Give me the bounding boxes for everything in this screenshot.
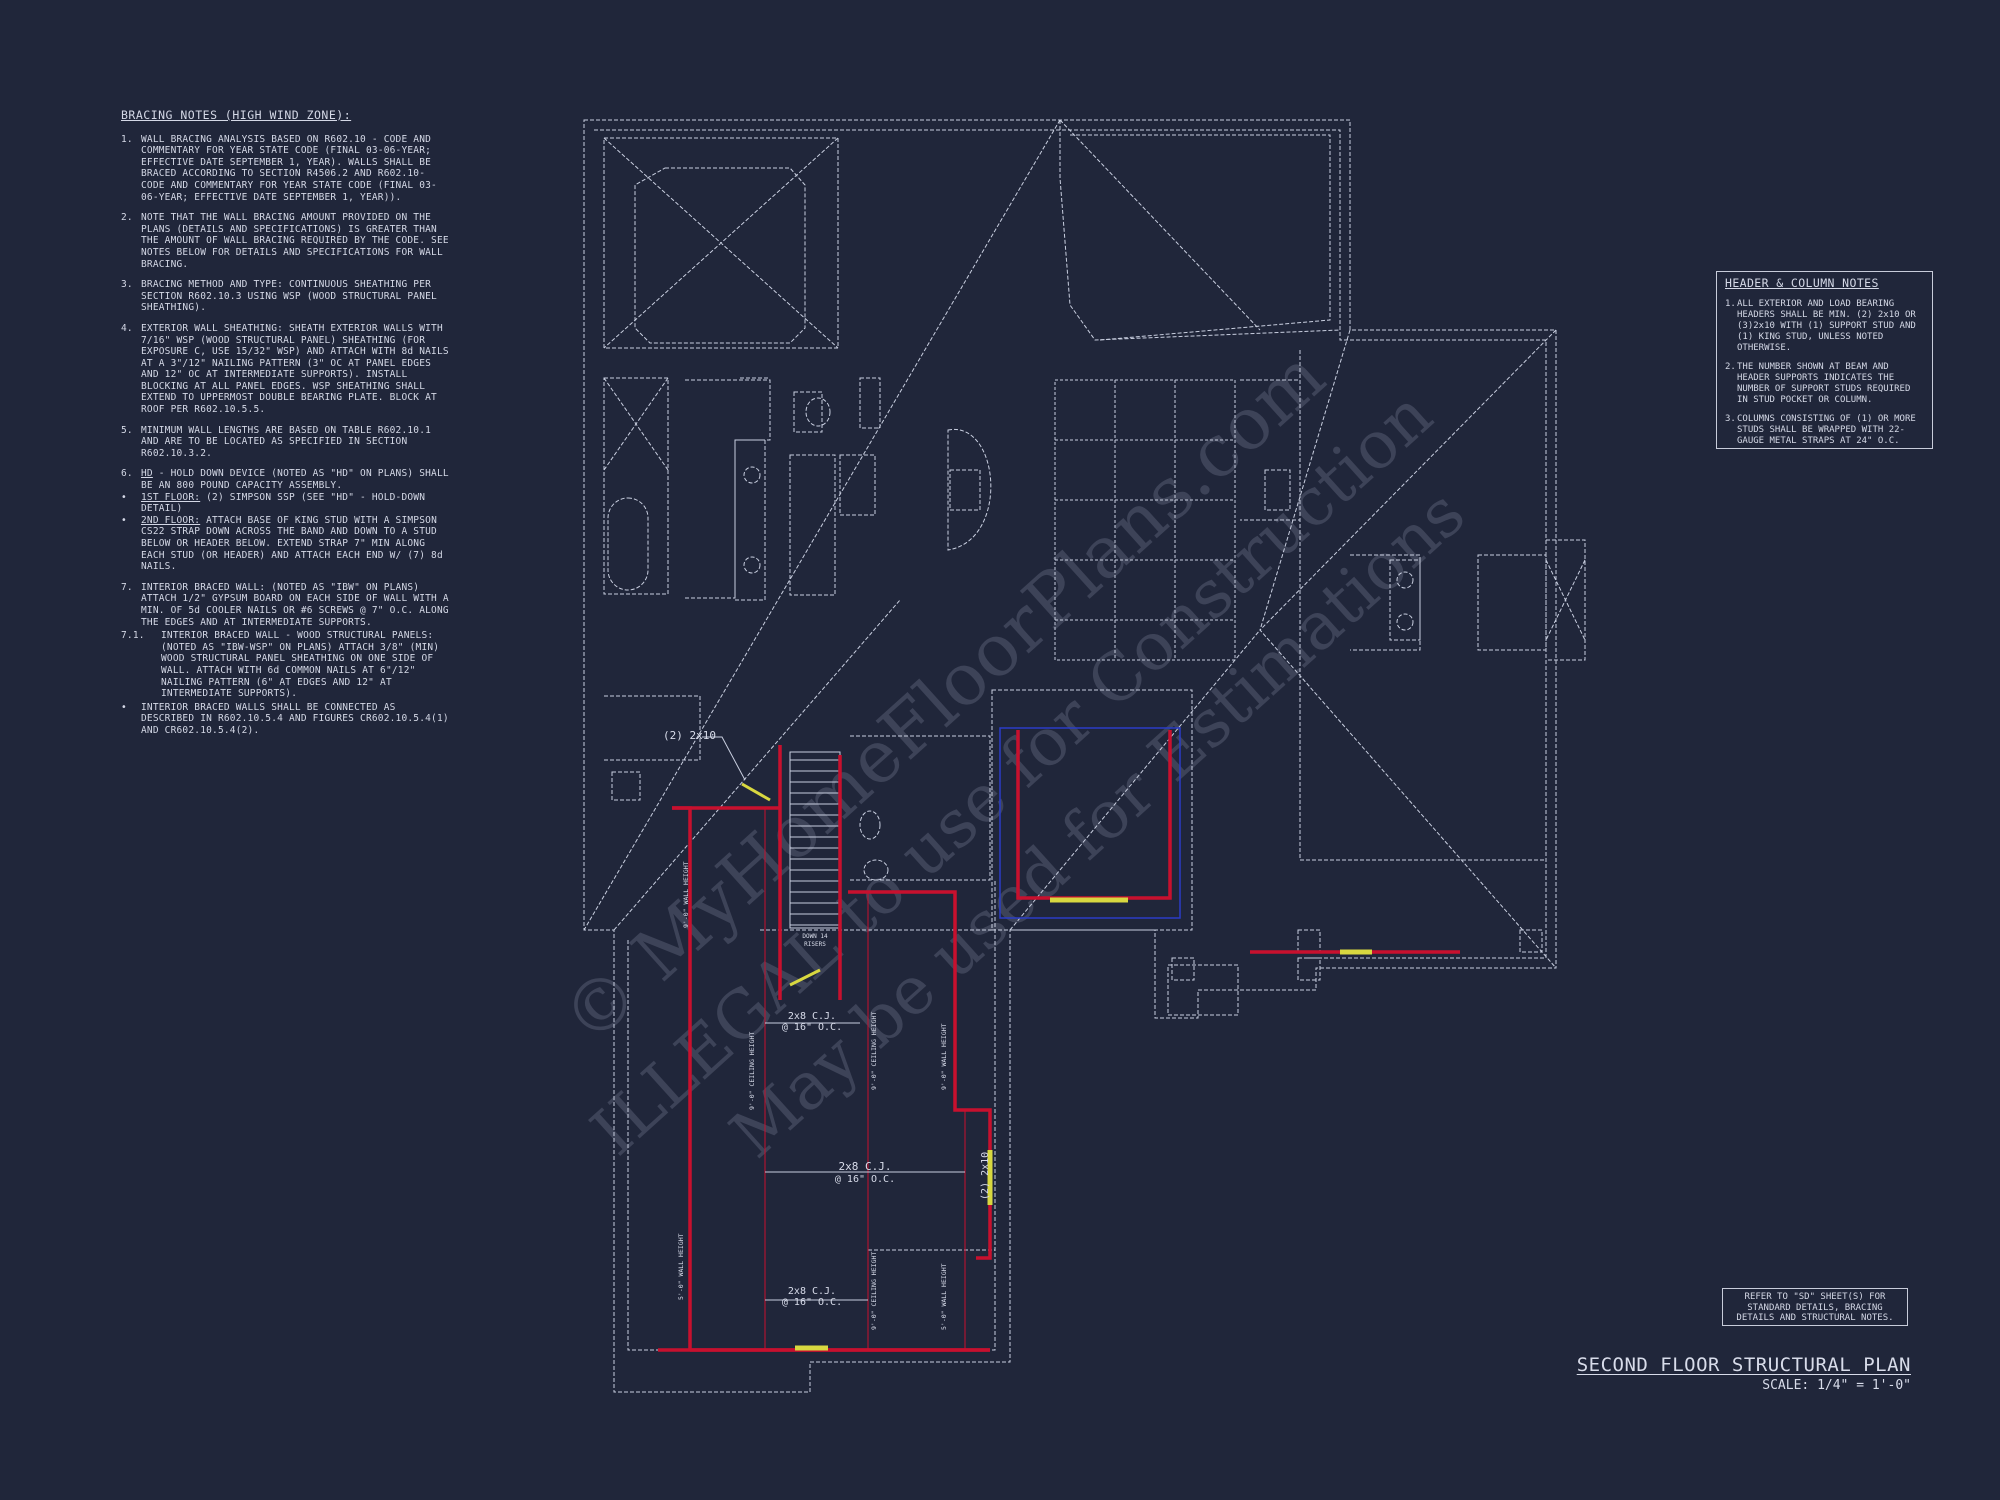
stair-label-b: RISERS: [804, 941, 826, 948]
hd-label: HD: [141, 468, 153, 480]
bullet-text: 2ND FLOOR: ATTACH BASE OF KING STUD WITH…: [141, 515, 451, 573]
note-number: 1.: [1725, 299, 1736, 309]
hd-text: - HOLD DOWN DEVICE (NOTED AS "HD" ON PLA…: [141, 468, 449, 492]
dimension-lines: [765, 1022, 965, 1301]
ceiling-height-label-1: 9'-0" CEILING HEIGHT: [748, 1032, 756, 1110]
note-text: BRACING METHOD AND TYPE: CONTINUOUS SHEA…: [141, 279, 437, 314]
bracing-note-2: 2. NOTE THAT THE WALL BRACING AMOUNT PROV…: [121, 212, 451, 270]
ceiling-joist-label-1b: @ 16" O.C.: [782, 1022, 842, 1033]
note-text: WALL BRACING ANALYSIS BASED ON R602.10 -…: [141, 133, 437, 203]
header-column-notes: HEADER & COLUMN NOTES 1.ALL EXTERIOR AND…: [1716, 271, 1933, 449]
note-number: 5.: [121, 424, 133, 436]
wall-height-label-2: 9'-0" WALL HEIGHT: [940, 1023, 948, 1090]
bullet-label: 1ST FLOOR:: [141, 491, 201, 503]
refer-line-3: DETAILS AND STRUCTURAL NOTES.: [1736, 1313, 1894, 1323]
note-text: EXTERIOR WALL SHEATHING: SHEATH EXTERIOR…: [141, 322, 449, 416]
note-text: HD - HOLD DOWN DEVICE (NOTED AS "HD" ON …: [141, 468, 451, 491]
note-text: NOTE THAT THE WALL BRACING AMOUNT PROVID…: [141, 212, 449, 270]
refer-line-2: STANDARD DETAILS, BRACING: [1747, 1302, 1883, 1313]
note-number: 6.: [121, 468, 133, 480]
ceiling-joist-label-3a: 2x8 C.J.: [788, 1286, 836, 1297]
plan-linework: [583, 119, 1586, 1393]
wall-height-label-3: 5'-0" WALL HEIGHT: [677, 1233, 685, 1300]
bullet-icon: •: [121, 514, 127, 526]
watermark: © MyHomeFloorPlans.com ILLEGAL to use fo…: [546, 333, 1479, 1172]
ceiling-joist-label-2a: 2x8 C.J.: [839, 1160, 892, 1173]
note-text: INTERIOR BRACED WALL - WOOD STRUCTURAL P…: [161, 630, 440, 700]
bullet-label: 2ND FLOOR:: [141, 514, 201, 526]
note-number: 7.: [121, 581, 133, 593]
note-text: INTERIOR BRACED WALL: (NOTED AS "IBW" ON…: [141, 581, 449, 628]
ceiling-joist-label-2b: @ 16" O.C.: [835, 1174, 895, 1185]
bracing-bullet-1st-floor: • 1ST FLOOR: (2) SIMPSON SSP (SEE "HD" - …: [121, 492, 451, 515]
headers: [741, 782, 1372, 1351]
header-column-notes-title: HEADER & COLUMN NOTES: [1725, 276, 1879, 290]
watermark-line-2: ILLEGAL to use for Construction: [577, 376, 1447, 1170]
bracing-notes: BRACING NOTES (HIGH WIND ZONE): 1. WALL B…: [121, 108, 451, 737]
bracing-note-5: 5. MINIMUM WALL LENGTHS ARE BASED ON TABL…: [121, 425, 451, 460]
bracing-notes-title: BRACING NOTES (HIGH WIND ZONE):: [121, 108, 352, 122]
bracing-note-1: 1. WALL BRACING ANALYSIS BASED ON R602.10…: [121, 134, 451, 204]
note-text: ALL EXTERIOR AND LOAD BEARING HEADERS SH…: [1737, 299, 1916, 353]
refer-note: REFER TO "SD" SHEET(S) FOR STANDARD DETA…: [1722, 1288, 1908, 1326]
bracing-note-6: 6. HD - HOLD DOWN DEVICE (NOTED AS "HD" O…: [121, 468, 451, 491]
thin-red-lines: [764, 808, 966, 1350]
note-number: 7.1.: [121, 630, 145, 642]
note-text: THE NUMBER SHOWN AT BEAM AND HEADER SUPP…: [1737, 362, 1911, 405]
bracing-bullet-interior: • INTERIOR BRACED WALLS SHALL BE CONNECTE…: [121, 702, 451, 737]
bullet-icon: •: [121, 701, 127, 713]
plan-title: SECOND FLOOR STRUCTURAL PLAN: [1576, 1354, 1911, 1376]
note-number: 3.: [1725, 414, 1736, 424]
header-callout-leader: [702, 736, 746, 781]
ceiling-height-label-3: 9'-0" CEILING HEIGHT: [870, 1252, 878, 1330]
note-number: 4.: [121, 322, 133, 334]
plan-scale: SCALE: 1/4" = 1'-0": [1762, 1378, 1911, 1393]
bullet-icon: •: [121, 491, 127, 503]
wall-height-label-1: 9'-0" WALL HEIGHT: [682, 861, 690, 928]
header-note-3: 3.COLUMNS CONSISTING OF (1) OR MORE STUD…: [1725, 414, 1924, 447]
right-header-label: (2) 2x10: [980, 1152, 991, 1200]
note-number: 2.: [121, 212, 133, 224]
blue-room-outline: [999, 727, 1181, 919]
refer-line-1: REFER TO "SD" SHEET(S) FOR: [1744, 1292, 1886, 1302]
plan-annotations: (2) 2x10 2x8 C.J. @ 16" O.C. 2x8 C.J. @ …: [663, 729, 991, 1330]
bullet-body: ATTACH BASE OF KING STUD WITH A SIMPSON …: [141, 514, 443, 573]
bullet-text: INTERIOR BRACED WALLS SHALL BE CONNECTED…: [141, 701, 449, 736]
wall-height-label-4: 5'-0" WALL HEIGHT: [940, 1263, 948, 1330]
bracing-bullet-2nd-floor: • 2ND FLOOR: ATTACH BASE OF KING STUD WIT…: [121, 515, 451, 573]
bullet-text: 1ST FLOOR: (2) SIMPSON SSP (SEE "HD" - H…: [141, 492, 451, 515]
header-callout-label: (2) 2x10: [663, 729, 716, 742]
ceiling-joist-label-1a: 2x8 C.J.: [788, 1011, 836, 1022]
bullet-body: (2) SIMPSON SSP (SEE "HD" - HOLD-DOWN DE…: [141, 491, 426, 515]
note-number: 3.: [121, 279, 133, 291]
bracing-note-7: 7. INTERIOR BRACED WALL: (NOTED AS "IBW" …: [121, 582, 451, 628]
note-number: 1.: [121, 133, 133, 145]
bracing-note-7-1: 7.1. INTERIOR BRACED WALL - WOOD STRUCTUR…: [121, 630, 451, 700]
ceiling-joist-label-3b: @ 16" O.C.: [782, 1297, 842, 1308]
note-text: COLUMNS CONSISTING OF (1) OR MORE STUDS …: [1737, 414, 1916, 446]
note-text: MINIMUM WALL LENGTHS ARE BASED ON TABLE …: [141, 424, 432, 459]
header-note-2: 2.THE NUMBER SHOWN AT BEAM AND HEADER SU…: [1725, 362, 1924, 406]
stair-label-a: DOWN 14: [802, 933, 828, 940]
header-note-1: 1.ALL EXTERIOR AND LOAD BEARING HEADERS …: [1725, 299, 1924, 354]
bracing-note-4: 4. EXTERIOR WALL SHEATHING: SHEATH EXTERI…: [121, 323, 451, 416]
bracing-note-3: 3. BRACING METHOD AND TYPE: CONTINUOUS SH…: [121, 279, 451, 314]
ceiling-height-label-2: 9'-0" CEILING HEIGHT: [870, 1012, 878, 1090]
note-number: 2.: [1725, 362, 1736, 372]
